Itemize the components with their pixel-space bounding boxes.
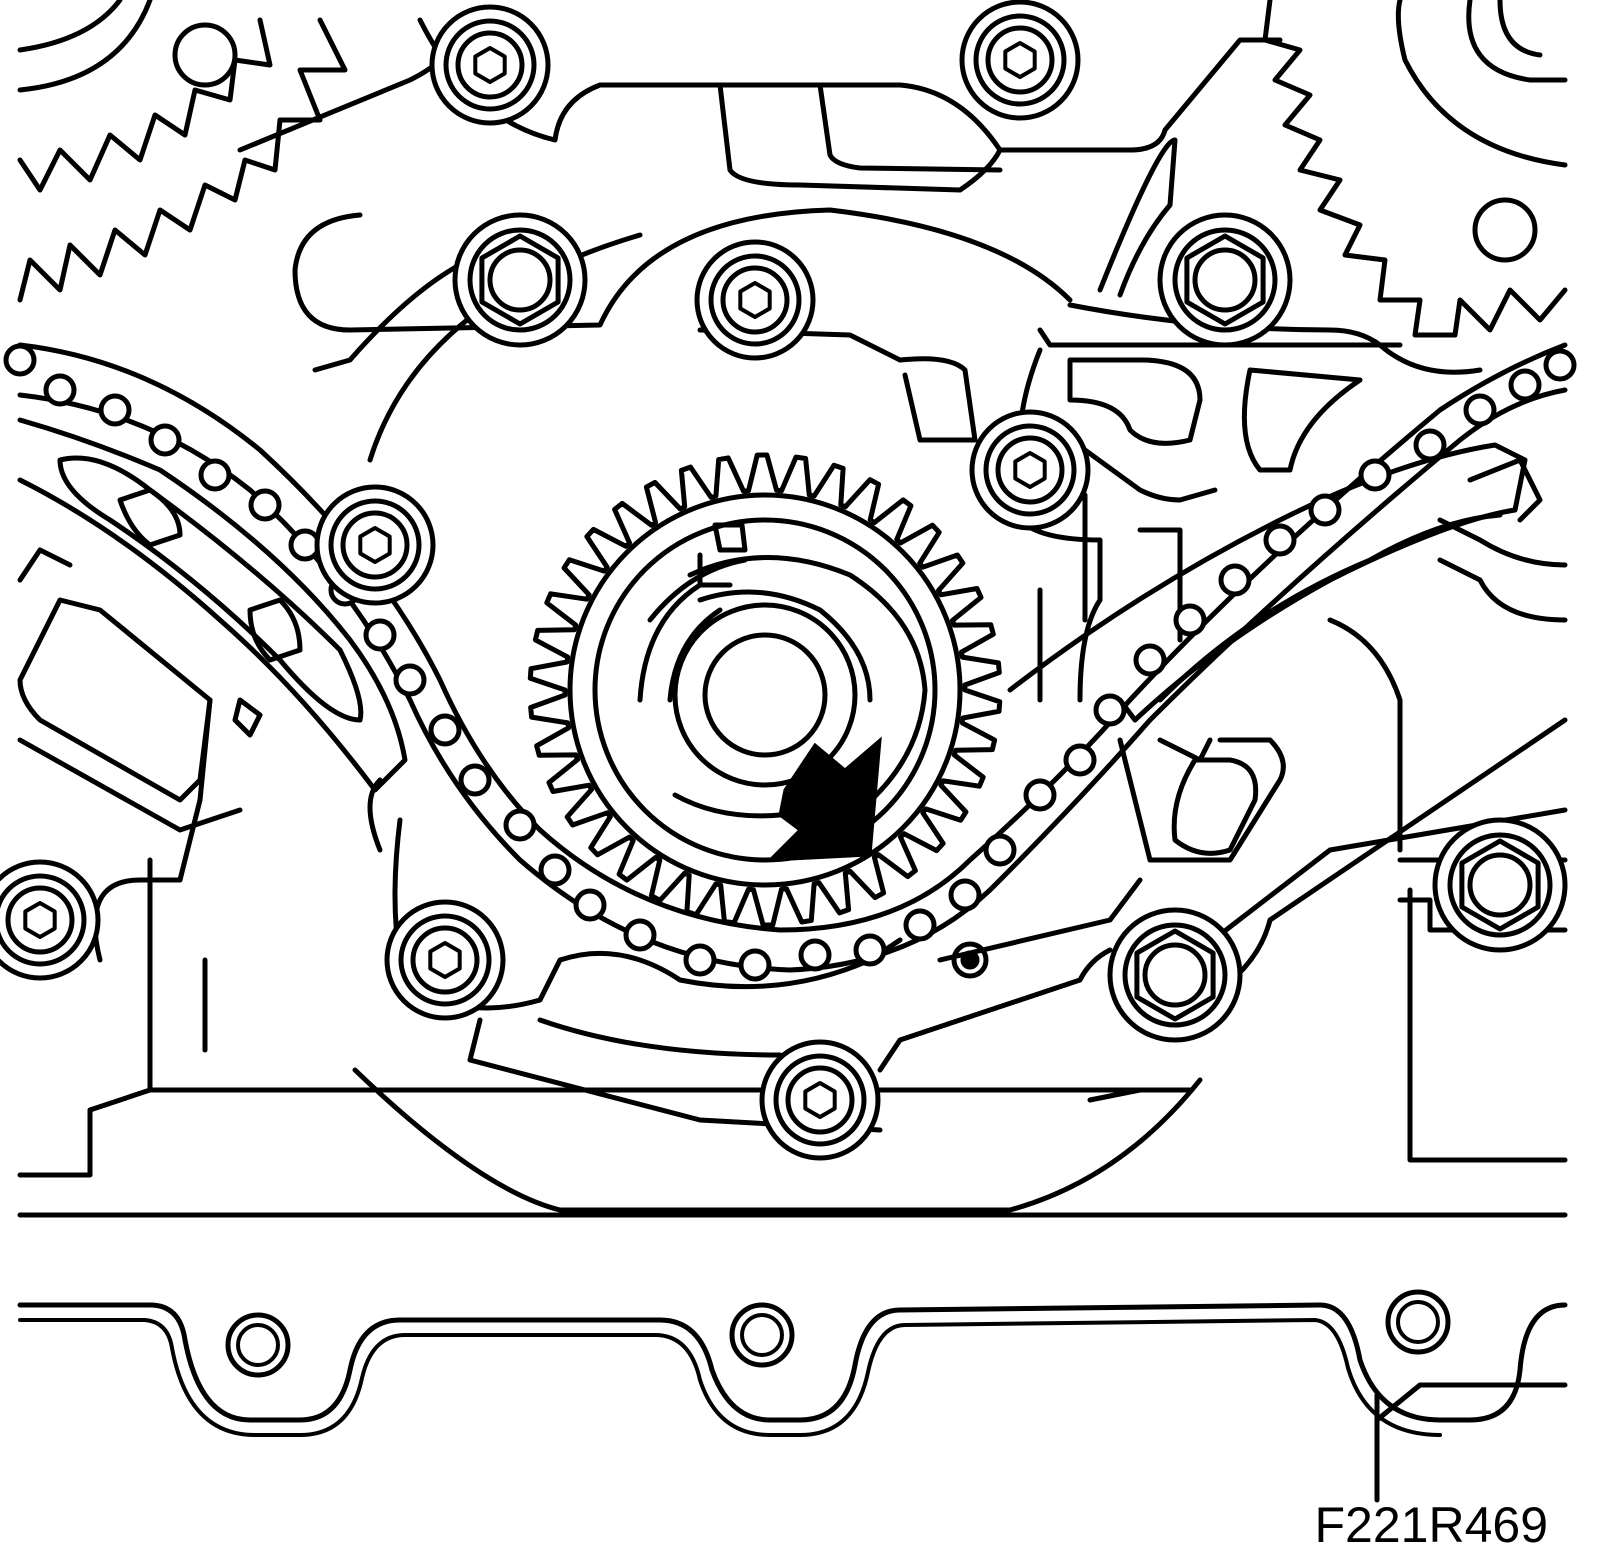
left-chain-guide [17,417,408,1053]
bolt-icon [959,0,1081,121]
right-chain-guide [1007,442,1543,763]
arrow-icon [766,736,882,862]
figure-id-label: F221R469 [1314,1497,1549,1553]
bolt-icon [429,4,551,126]
bolt-icon [694,239,816,361]
bolt-icon [759,1039,881,1161]
bolt-icon [1432,817,1568,953]
bolts [0,0,1568,1161]
sprocket-teeth-outline [527,452,1003,928]
timing-chain [3,342,1577,982]
bolt-icon [452,212,588,348]
woodruff-key [712,522,748,553]
bolt-icon [0,859,101,981]
bolt-icon [1157,212,1293,348]
bolt-icon [969,409,1091,531]
chain-links-right-run [983,348,1577,867]
small-plug [951,941,989,979]
chain-links-bottom-wrap [503,808,982,982]
bolt-icon [384,899,506,1021]
crankshaft-sprocket [527,452,1003,928]
timing-cover [237,17,1483,1133]
oil-pan-flange [17,1289,1568,1503]
lower-housing [17,857,1568,1218]
camshaft-gear-right [1262,0,1568,338]
bolt-icon [314,484,436,606]
bolt-icon [1107,907,1243,1043]
sprocket-teeth [527,452,1003,928]
camshaft-gear-left [17,0,348,303]
